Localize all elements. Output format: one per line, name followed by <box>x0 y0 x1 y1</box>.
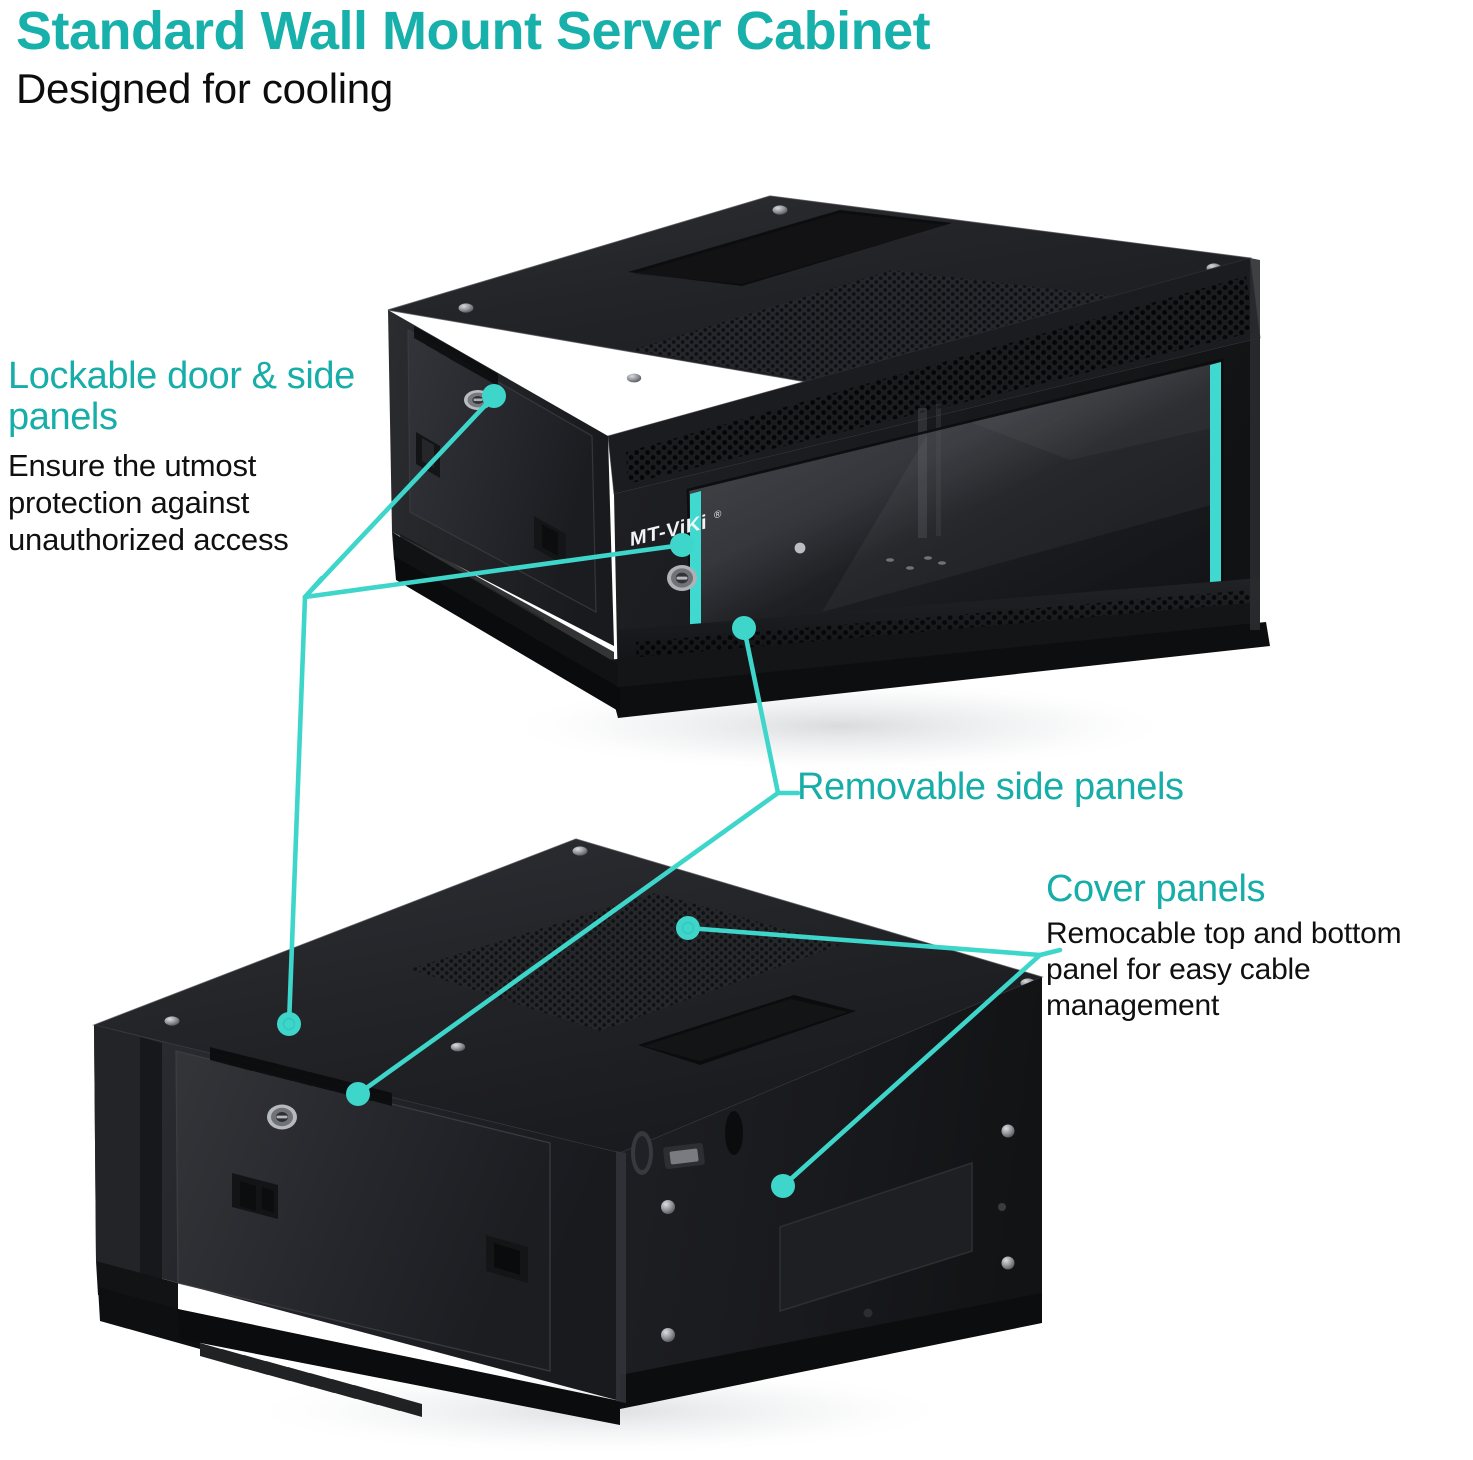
product-image-cabinet-front: MT-ViKi ® <box>370 160 1290 780</box>
callout-cover-body: Remocable top and bottom panel for easy … <box>1046 917 1402 1022</box>
interior-rail <box>918 404 941 538</box>
callout-lockable-heading: Lockable door & side panels <box>8 355 355 438</box>
door-lock-icon <box>667 565 697 591</box>
callout-cover-heading: Cover panels <box>1046 868 1266 910</box>
glass-reflection <box>822 362 1222 612</box>
side-panel-vent-slats <box>414 326 498 386</box>
cabinet-bottom-edge-rear <box>178 1309 620 1425</box>
svg-text:®: ® <box>714 509 722 522</box>
cabinet-base-rear <box>620 1293 1042 1409</box>
cabinet-corner-edge-rear <box>616 1151 626 1403</box>
callout-cover-panels: Cover panels Remocable top and bottom pa… <box>1046 868 1473 1024</box>
side-panel-handle-icon-rear <box>486 1235 528 1283</box>
base-vent-slats-rear <box>200 1343 422 1417</box>
callout-removable-panels: Removable side panels <box>797 765 1337 809</box>
cabinet-right-edge <box>1250 258 1260 630</box>
cabinet-base-plinth-rear <box>98 1287 200 1349</box>
glass-edge-strip-right <box>1210 362 1221 606</box>
side-panel-latch-icon-rear <box>232 1173 278 1219</box>
leader-lockable-tail <box>302 575 325 600</box>
callout-removable-heading: Removable side panels <box>797 766 1184 808</box>
callout-lockable-body: Ensure the utmost protection against una… <box>8 448 289 557</box>
cabinet-base-left-rear <box>96 1261 178 1315</box>
page-title: Standard Wall Mount Server Cabinet <box>16 1 931 61</box>
top-panel-vent <box>632 270 1130 392</box>
page-subtitle: Designed for cooling <box>16 65 393 112</box>
removable-side-panel-rear <box>176 1051 550 1371</box>
callout-lockable-door: Lockable door & side panels Ensure the u… <box>8 356 373 558</box>
cable-entry-knockout <box>631 1111 743 1175</box>
header-block: Standard Wall Mount Server Cabinet Desig… <box>16 2 1296 114</box>
interior-screw <box>794 542 806 554</box>
side-frame-edge <box>94 1025 140 1277</box>
side-panel-lock-icon <box>464 390 492 410</box>
side-panel-lock-icon-rear <box>267 1104 297 1130</box>
product-image-cabinet-rear <box>80 815 1060 1455</box>
